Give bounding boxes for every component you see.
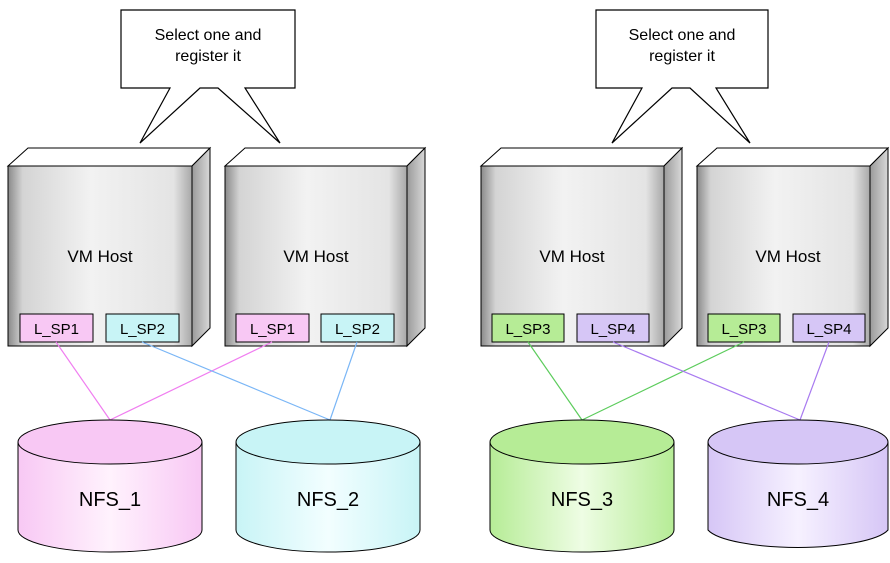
vm-host-label: VM Host (755, 247, 820, 266)
port-label: L_SP4 (806, 321, 851, 338)
vm-host-1: VM Host L_SP1 L_SP2 (6, 146, 212, 348)
connection-line (141, 341, 331, 421)
vm-host-2: VM Host L_SP1 L_SP2 (223, 146, 427, 348)
port-box (320, 313, 395, 343)
vm-host-label: VM Host (67, 247, 132, 266)
vm-host-label: VM Host (283, 247, 348, 266)
connection-line (799, 341, 830, 421)
callout-line-1: Select one and (629, 27, 736, 44)
storage-label: NFS_1 (79, 489, 141, 511)
callout-right: Select one and register it (595, 9, 769, 144)
storage-label: NFS_4 (767, 489, 829, 511)
connection-line (55, 341, 111, 421)
storage-cylinder-nfs-1: NFS_1 (17, 419, 203, 553)
port-label: L_SP1 (250, 321, 295, 338)
group-left: Select one and register it VM Host L_SP1… (6, 9, 427, 553)
callout-line-1: Select one and (155, 27, 262, 44)
storage-label: NFS_2 (297, 489, 359, 511)
connection-line (612, 341, 801, 421)
connection-line (527, 341, 583, 421)
callout-line-2: register it (649, 48, 715, 65)
port-box (707, 313, 781, 343)
port-label: L_SP1 (34, 321, 79, 338)
callout-left: Select one and register it (120, 9, 296, 144)
storage-label: NFS_3 (551, 489, 613, 511)
port-label: L_SP2 (335, 321, 380, 338)
storage-cylinder-nfs-2: NFS_2 (235, 419, 421, 553)
vm-host-label: VM Host (539, 247, 604, 266)
connection-line (109, 341, 273, 421)
storage-cylinder-nfs-3: NFS_3 (489, 419, 675, 553)
group-right: Select one and register it VM Host L_SP3… (479, 9, 890, 553)
connection-line (581, 341, 745, 421)
port-label: L_SP3 (505, 321, 550, 338)
callout-line-2: register it (175, 48, 241, 65)
vm-host-3: VM Host L_SP3 L_SP4 (479, 146, 684, 348)
port-label: L_SP3 (721, 321, 766, 338)
port-box (491, 313, 565, 343)
vm-host-4: VM Host L_SP3 L_SP4 (695, 146, 890, 348)
connection-line (329, 341, 358, 421)
port-label: L_SP2 (120, 321, 165, 338)
port-label: L_SP4 (590, 321, 635, 338)
port-box (19, 313, 94, 343)
port-box (235, 313, 310, 343)
storage-cylinder-nfs-4: NFS_4 (707, 419, 889, 548)
port-box (792, 313, 866, 343)
